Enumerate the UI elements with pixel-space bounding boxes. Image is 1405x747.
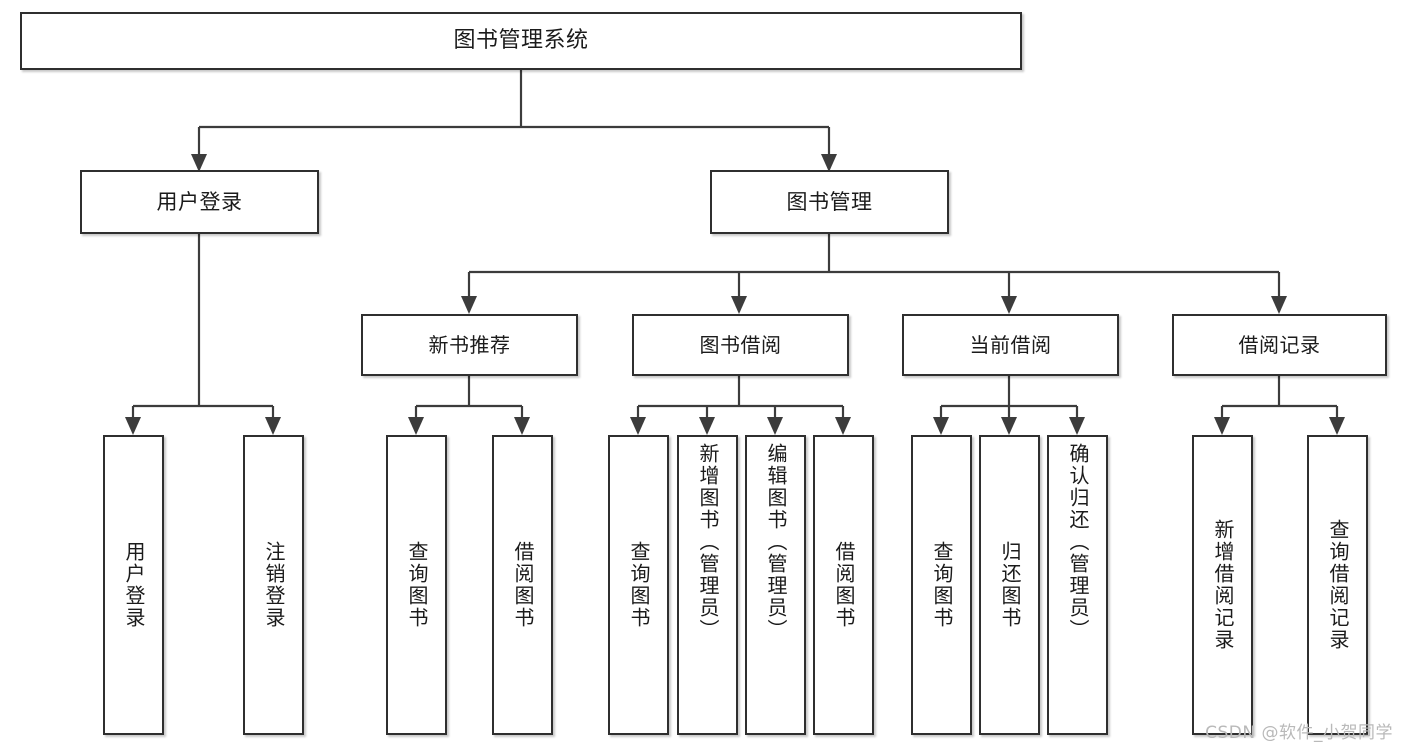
arrow-lvl3-new-book bbox=[461, 296, 477, 314]
leaf-return-book-label: 归还图书 bbox=[998, 541, 1022, 629]
leaf-query-borrow-record[interactable]: 查询借阅记录 bbox=[1307, 435, 1368, 735]
leaf-edit-book-admin[interactable]: 编辑图书（管理员） bbox=[745, 435, 806, 735]
arrow-leaf-r1 bbox=[1214, 417, 1230, 435]
leaf-query-book-recommend-label: 查询图书 bbox=[405, 541, 429, 629]
node-new-book-recommend-label: 新书推荐 bbox=[428, 332, 511, 357]
leaf-logout-label: 注销登录 bbox=[262, 541, 286, 629]
node-borrow-record-label: 借阅记录 bbox=[1238, 332, 1321, 357]
leaf-confirm-return-admin[interactable]: 确认归还（管理员） bbox=[1047, 435, 1108, 735]
leaf-user-login[interactable]: 用户登录 bbox=[103, 435, 164, 735]
leaf-edit-book-admin-label: 编辑图书（管理员） bbox=[764, 443, 788, 641]
leaf-query-book-current[interactable]: 查询图书 bbox=[911, 435, 972, 735]
arrow-leaf-u2 bbox=[265, 417, 281, 435]
arrow-leaf-c2 bbox=[1001, 417, 1017, 435]
leaf-confirm-return-admin-label: 确认归还（管理员） bbox=[1066, 443, 1090, 641]
leaf-query-book-borrow-label: 查询图书 bbox=[627, 541, 651, 629]
node-book-management-label: 图书管理 bbox=[786, 189, 873, 214]
leaf-borrow-book-recommend[interactable]: 借阅图书 bbox=[492, 435, 553, 735]
node-current-borrow[interactable]: 当前借阅 bbox=[902, 314, 1119, 376]
node-user-login[interactable]: 用户登录 bbox=[80, 170, 319, 234]
node-book-management[interactable]: 图书管理 bbox=[710, 170, 949, 234]
leaf-user-login-label: 用户登录 bbox=[122, 541, 146, 629]
arrow-lvl3-current-borrow bbox=[1001, 296, 1017, 314]
arrow-leaf-b1 bbox=[630, 417, 646, 435]
leaf-borrow-book[interactable]: 借阅图书 bbox=[813, 435, 874, 735]
arrow-leaf-b2 bbox=[699, 417, 715, 435]
leaf-add-book-admin-label: 新增图书（管理员） bbox=[696, 443, 720, 641]
node-borrow-record[interactable]: 借阅记录 bbox=[1172, 314, 1387, 376]
leaf-borrow-book-recommend-label: 借阅图书 bbox=[511, 541, 535, 629]
node-root-label: 图书管理系统 bbox=[453, 28, 589, 54]
csdn-watermark: CSDN @软件_小贺同学 bbox=[1205, 723, 1393, 743]
leaf-add-borrow-record[interactable]: 新增借阅记录 bbox=[1192, 435, 1253, 735]
leaf-borrow-book-label: 借阅图书 bbox=[832, 541, 856, 629]
leaf-add-book-admin[interactable]: 新增图书（管理员） bbox=[677, 435, 738, 735]
node-user-login-label: 用户登录 bbox=[156, 189, 243, 214]
leaf-return-book[interactable]: 归还图书 bbox=[979, 435, 1040, 735]
leaf-query-book-borrow[interactable]: 查询图书 bbox=[608, 435, 669, 735]
arrow-leaf-n2 bbox=[514, 417, 530, 435]
arrow-leaf-r2 bbox=[1329, 417, 1345, 435]
arrow-leaf-c1 bbox=[933, 417, 949, 435]
node-book-borrow[interactable]: 图书借阅 bbox=[632, 314, 849, 376]
arrow-leaf-u1 bbox=[125, 417, 141, 435]
arrow-leaf-n1 bbox=[408, 417, 424, 435]
arrow-leaf-b4 bbox=[835, 417, 851, 435]
node-root[interactable]: 图书管理系统 bbox=[20, 12, 1022, 70]
arrow-lvl3-borrow-record bbox=[1271, 296, 1287, 314]
leaf-query-book-recommend[interactable]: 查询图书 bbox=[386, 435, 447, 735]
leaf-query-book-current-label: 查询图书 bbox=[930, 541, 954, 629]
node-new-book-recommend[interactable]: 新书推荐 bbox=[361, 314, 578, 376]
leaf-add-borrow-record-label: 新增借阅记录 bbox=[1211, 519, 1235, 651]
arrow-leaf-c3 bbox=[1069, 417, 1085, 435]
node-current-borrow-label: 当前借阅 bbox=[969, 332, 1052, 357]
arrow-leaf-b3 bbox=[767, 417, 783, 435]
leaf-logout[interactable]: 注销登录 bbox=[243, 435, 304, 735]
arrow-lvl3-book-borrow bbox=[731, 296, 747, 314]
leaf-query-borrow-record-label: 查询借阅记录 bbox=[1326, 519, 1350, 651]
node-book-borrow-label: 图书借阅 bbox=[699, 332, 782, 357]
